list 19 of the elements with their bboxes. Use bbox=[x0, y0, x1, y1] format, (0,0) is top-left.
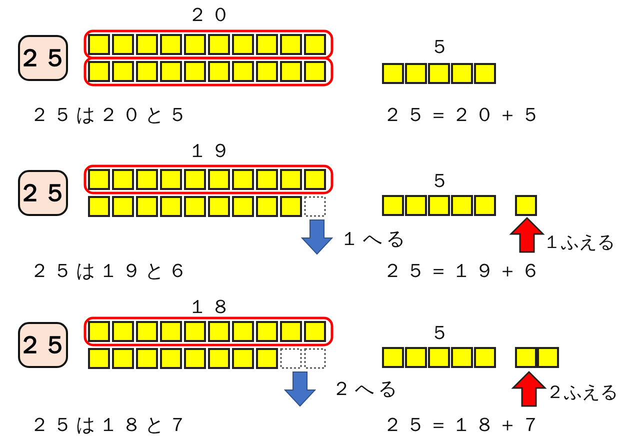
text-label: ２ふえる bbox=[546, 384, 618, 402]
text-label: ２０ bbox=[188, 6, 234, 25]
text-label: ２５＝１９＋６ bbox=[383, 262, 544, 281]
text-label: １へる bbox=[340, 230, 409, 249]
text-label: ２へる bbox=[332, 380, 401, 399]
number-card: ２５ bbox=[18, 170, 68, 216]
text-label: ５ bbox=[430, 172, 453, 191]
number-card: ２５ bbox=[18, 35, 68, 81]
text-label: ２５は１８と７ bbox=[30, 416, 191, 435]
text-label: ２５＝２０＋５ bbox=[383, 106, 544, 125]
text-label: １９ bbox=[188, 142, 234, 161]
text-label: ５ bbox=[430, 38, 453, 57]
text-label: ２５は２０と５ bbox=[30, 106, 191, 125]
text-label: １ふえる bbox=[543, 234, 615, 252]
text-label: ５ bbox=[430, 324, 453, 343]
number-card: ２５ bbox=[18, 322, 68, 368]
text-label: １８ bbox=[188, 298, 234, 317]
text-label: ２５は１９と６ bbox=[30, 262, 191, 281]
text-label: ２５＝１８＋７ bbox=[383, 416, 544, 435]
